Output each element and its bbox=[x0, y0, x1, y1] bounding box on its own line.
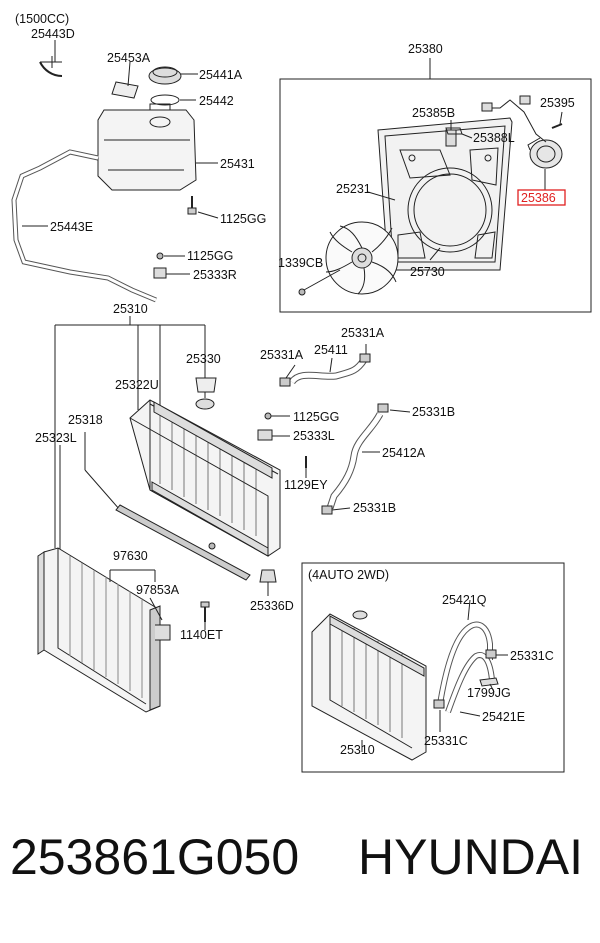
fan-shroud bbox=[377, 117, 513, 271]
label-25442: 25442 bbox=[199, 94, 234, 108]
part-number: 253861G050 bbox=[10, 829, 300, 885]
label-25443D: 25443D bbox=[31, 27, 75, 41]
variant-4auto-label: (4AUTO 2WD) bbox=[308, 568, 389, 582]
label-25231: 25231 bbox=[336, 182, 371, 196]
fan-motor bbox=[527, 137, 563, 169]
label-25388L: 25388L bbox=[473, 131, 515, 145]
label-97853A: 97853A bbox=[136, 583, 180, 597]
label-25333R: 25333R bbox=[193, 268, 237, 282]
fan-blade bbox=[325, 221, 399, 295]
radiator-core bbox=[129, 399, 281, 557]
label-25331A-b: 25331A bbox=[260, 348, 304, 362]
label-25310-a: 25310 bbox=[113, 302, 148, 316]
label-25333L: 25333L bbox=[293, 429, 335, 443]
label-25323L: 25323L bbox=[35, 431, 77, 445]
label-25318: 25318 bbox=[68, 413, 103, 427]
label-1129EY: 1129EY bbox=[284, 478, 328, 492]
condenser bbox=[37, 547, 161, 713]
label-25331C-b: 25331C bbox=[424, 734, 468, 748]
label-25330: 25330 bbox=[186, 352, 221, 366]
label-25380: 25380 bbox=[408, 42, 443, 56]
reservoir-cap bbox=[148, 67, 182, 85]
label-1125GG-c: 1125GG bbox=[293, 410, 339, 424]
label-25310-b: 25310 bbox=[340, 743, 375, 757]
label-25331B-a: 25331B bbox=[412, 405, 455, 419]
label-25331C-a: 25331C bbox=[510, 649, 554, 663]
parts-diagram: (1500CC) 25443D 25453A 25441A 25442 2543… bbox=[11, 12, 592, 773]
fan-assembly-box bbox=[279, 78, 592, 313]
label-25441A: 25441A bbox=[199, 68, 243, 82]
label-25443E: 25443E bbox=[50, 220, 93, 234]
brand-name: HYUNDAI bbox=[358, 829, 584, 885]
label-25322U: 25322U bbox=[115, 378, 159, 392]
label-25453A: 25453A bbox=[107, 51, 151, 65]
highlight-box bbox=[517, 189, 566, 206]
label-25412A: 25412A bbox=[382, 446, 426, 460]
label-1125GG-b: 1125GG bbox=[187, 249, 233, 263]
label-25421Q: 25421Q bbox=[442, 593, 487, 607]
label-25730: 25730 bbox=[410, 265, 445, 279]
label-25385B: 25385B bbox=[412, 106, 455, 120]
variant-1500cc-label: (1500CC) bbox=[15, 12, 69, 26]
label-1799JG: 1799JG bbox=[467, 686, 511, 700]
label-1140ET: 1140ET bbox=[180, 628, 223, 642]
auto-variant-box bbox=[301, 562, 565, 773]
label-25421E: 25421E bbox=[482, 710, 525, 724]
coolant-reservoir bbox=[97, 103, 197, 191]
label-25395: 25395 bbox=[540, 96, 575, 110]
label-25336D: 25336D bbox=[250, 599, 294, 613]
label-97630: 97630 bbox=[113, 549, 148, 563]
label-25386: 25386 bbox=[521, 191, 556, 205]
label-25331A-a: 25331A bbox=[341, 326, 385, 340]
radiator-auto bbox=[311, 610, 427, 761]
label-25331B-b: 25331B bbox=[353, 501, 396, 515]
label-1339CB: 1339CB bbox=[278, 256, 323, 270]
label-25431: 25431 bbox=[220, 157, 255, 171]
label-25411: 25411 bbox=[314, 343, 348, 357]
label-1125GG-a: 1125GG bbox=[220, 212, 266, 226]
footer: 253861G050 HYUNDAI bbox=[0, 828, 600, 908]
